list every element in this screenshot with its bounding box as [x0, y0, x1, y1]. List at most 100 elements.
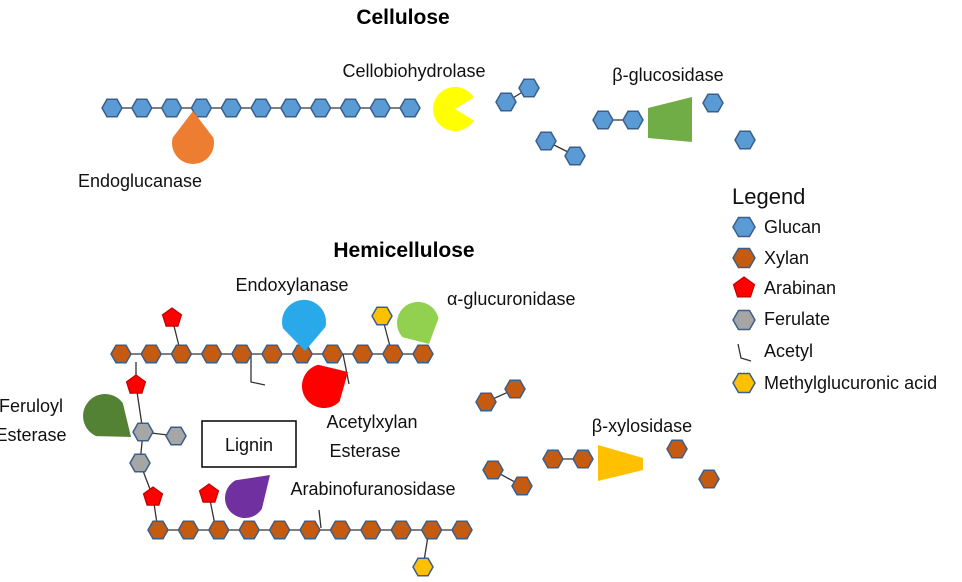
legend-title: Legend: [732, 184, 805, 209]
xylan-bottom-unit: [268, 520, 291, 540]
hemicellulose-title: Hemicellulose: [333, 239, 474, 262]
xylan-unit: [482, 460, 504, 480]
glucan-unit: [592, 110, 614, 130]
alpha-glucuronidase-label: α-glucuronidase: [447, 289, 575, 309]
xylan-top-unit: [140, 344, 163, 364]
xylan-bottom-unit: [451, 520, 473, 540]
legend-icons: [732, 216, 756, 394]
xylan-bottom-unit: [238, 520, 261, 540]
endoxylanase-enzyme: [282, 299, 327, 351]
arabinofuranosidase-enzyme: [224, 475, 270, 519]
beta-xylosidase-label: β-xylosidase: [592, 416, 692, 436]
xylan-bottom-unit: [177, 520, 200, 540]
cellulose-glucan-unit: [250, 98, 272, 118]
xylan-unit: [475, 392, 497, 412]
glucan-unit: [518, 78, 540, 98]
xylan-top-unit: [381, 344, 404, 364]
xylan-top-unit: [200, 344, 223, 364]
xylan-bottom-unit: [420, 520, 443, 540]
beta-glucosidase-label: β-glucosidase: [612, 65, 723, 85]
cellulose-glucan-unit: [399, 98, 421, 118]
xylan-bottom-unit: [207, 520, 230, 540]
endoglucanase-label: Endoglucanase: [78, 171, 202, 191]
beta-xylosidase-enzyme: [598, 445, 643, 481]
methylglucuronic-unit: [412, 557, 434, 577]
arabinofuranosidase-label: Arabinofuranosidase: [290, 479, 455, 499]
feruloyl-label-line1: Feruloyl: [0, 396, 63, 416]
cellulose-glucan-unit: [190, 98, 213, 118]
endoglucanase-enzyme: [172, 111, 215, 164]
acetyl-group: [250, 354, 266, 386]
glucan-unit: [495, 92, 517, 112]
cellulose-glucan-unit: [369, 98, 392, 118]
methylglucuronic-hexagon-icon: [732, 372, 756, 394]
xylan-unit: [511, 476, 533, 496]
acetyl-line-icon: [737, 343, 752, 362]
monomer-units: [101, 78, 756, 577]
cellulose-glucan-unit: [339, 98, 362, 118]
xylan-top-unit: [110, 344, 132, 364]
acetylxylan-label-line2: Esterase: [329, 441, 400, 461]
xylan-top-unit: [170, 344, 193, 364]
cellulose-glucan-unit: [279, 98, 302, 118]
feruloyl-label-line2: Esterase: [0, 425, 67, 445]
glucan-unit: [702, 93, 724, 113]
xylan-bottom-unit: [299, 520, 321, 540]
legend-label-glucan: Glucan: [764, 217, 821, 237]
xylan-top-unit: [321, 344, 344, 364]
cellulose-glucan-unit: [309, 98, 332, 118]
xylan-unit: [698, 469, 720, 489]
legend: Legend Glucan Xylan Arabinan Ferulate Ac…: [732, 184, 937, 394]
xylan-top-unit: [230, 344, 253, 364]
arabinan-unit: [161, 307, 183, 327]
xylan-hexagon-icon: [732, 247, 756, 269]
methylglucuronic-unit: [371, 306, 393, 326]
glucan-hexagon-icon: [732, 216, 756, 238]
glucan-unit: [535, 131, 557, 151]
cellulose-glucan-unit: [220, 98, 243, 118]
xylan-bottom-unit: [329, 520, 352, 540]
ferulate-unit: [165, 426, 187, 446]
xylan-bottom-unit: [359, 520, 382, 540]
beta-glucosidase-enzyme: [648, 97, 692, 142]
ferulate-unit: [132, 422, 154, 442]
legend-label-acetyl: Acetyl: [764, 341, 813, 361]
legend-label-methylglucuronic: Methylglucuronic acid: [764, 373, 937, 393]
xylan-bottom-unit: [147, 520, 169, 540]
glucan-unit: [734, 130, 756, 150]
cellobiohydrolase-enzyme: [433, 87, 474, 131]
xylan-top-unit: [351, 344, 374, 364]
xylan-unit: [666, 439, 688, 459]
cellulose-glucan-unit: [160, 98, 183, 118]
feruloyl-esterase-enzyme: [83, 394, 131, 437]
endoxylanase-label: Endoxylanase: [235, 275, 348, 295]
acetylxylan-label-line1: Acetylxylan: [326, 412, 417, 432]
xylan-unit: [542, 449, 564, 469]
ferulate-hexagon-icon: [732, 309, 756, 331]
arabinan-unit: [142, 486, 164, 506]
acetylxylan-esterase-enzyme: [301, 364, 348, 409]
cellulose-glucan-unit: [101, 98, 123, 118]
xylan-top-unit: [261, 344, 283, 364]
legend-label-ferulate: Ferulate: [764, 309, 830, 329]
lignin-box: [201, 420, 297, 468]
alpha-glucuronidase-enzyme: [396, 301, 439, 344]
arabinan-unit: [125, 374, 147, 394]
cellulose-glucan-unit: [130, 98, 153, 118]
glucan-unit: [564, 146, 586, 166]
cellulose-title: Cellulose: [356, 6, 449, 29]
legend-label-arabinan: Arabinan: [764, 278, 836, 298]
cellobiohydrolase-label: Cellobiohydrolase: [342, 61, 485, 81]
acetyl-group: [318, 509, 322, 529]
ferulate-unit: [129, 453, 151, 473]
legend-label-xylan: Xylan: [764, 248, 809, 268]
xylan-unit: [504, 379, 526, 399]
acetyl-group: [342, 353, 350, 385]
lignin-label: Lignin: [225, 435, 273, 455]
arabinan-unit: [198, 483, 220, 503]
xylan-unit: [572, 449, 594, 469]
arabinan-pentagon-icon: [732, 276, 756, 298]
xylan-bottom-unit: [390, 520, 413, 540]
xylan-top-unit: [412, 344, 434, 364]
